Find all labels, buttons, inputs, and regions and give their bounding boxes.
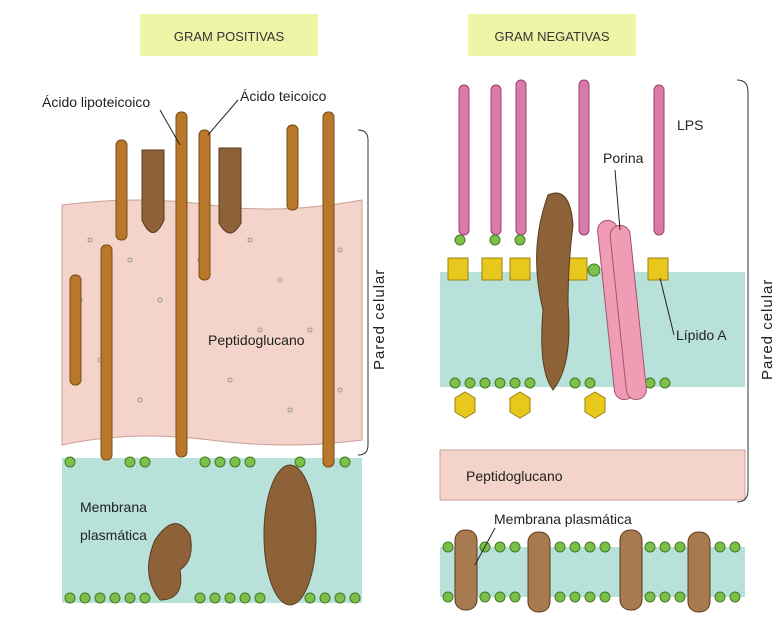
gram-negative-cell-wall-bracket [736,79,749,503]
teichoic-acid-label: Ácido teicoico [240,88,327,104]
lps-label: LPS [677,117,703,133]
membrane-protein [536,192,574,391]
membrane-lipid-heads [64,456,361,604]
membrane-label-line1: Membrana [80,499,147,515]
gram-negative-peptidoglycan-layer [439,449,746,501]
membrane-proteins [141,147,317,606]
inner-membrane-proteins [454,529,711,613]
lipid-a-label: Lípido A [676,327,727,343]
lipid-a-pointer [659,277,675,336]
membrane-pointer [474,527,496,566]
gram-negative-title: GRAM NEGATIVAS [494,29,609,44]
lipoteichoic-pointer [159,109,181,146]
gram-negative-membrane-label: Membrana plasmática [494,511,632,527]
inner-membrane-lipid-heads [442,541,741,603]
outer-membrane-lipid-heads [449,234,671,389]
lipoteichoic-acid-label: Ácido lipoteicoico [42,94,150,110]
gram-negative-cell-wall-label: Pared celular [759,279,776,380]
gram-negative-header-box [468,14,636,56]
peptidoglycan-layer [61,199,363,446]
lps-chains [458,79,665,236]
lipid-a-blocks [447,257,669,419]
membrane-label-line2: plasmática [80,527,147,543]
gram-positive-header-box [140,14,318,56]
cell-wall-label: Pared celular [371,269,388,370]
peptidoglycan-label: Peptidoglucano [208,332,305,348]
porin-pointer [614,169,621,231]
cell-wall-bracket [357,129,369,456]
gram-negative-peptidoglycan-label: Peptidoglucano [466,468,563,484]
gram-negative-panel: GRAM NEGATIVAS LPS [439,14,776,613]
gram-positive-panel: GRAM POSITIVAS Á [42,14,388,606]
teichoic-pointer [207,99,239,136]
porin [597,219,647,401]
porin-label: Porina [603,150,644,166]
gram-positive-title: GRAM POSITIVAS [174,29,285,44]
outer-membrane [440,272,745,387]
teichoic-acid-chains [69,111,335,468]
